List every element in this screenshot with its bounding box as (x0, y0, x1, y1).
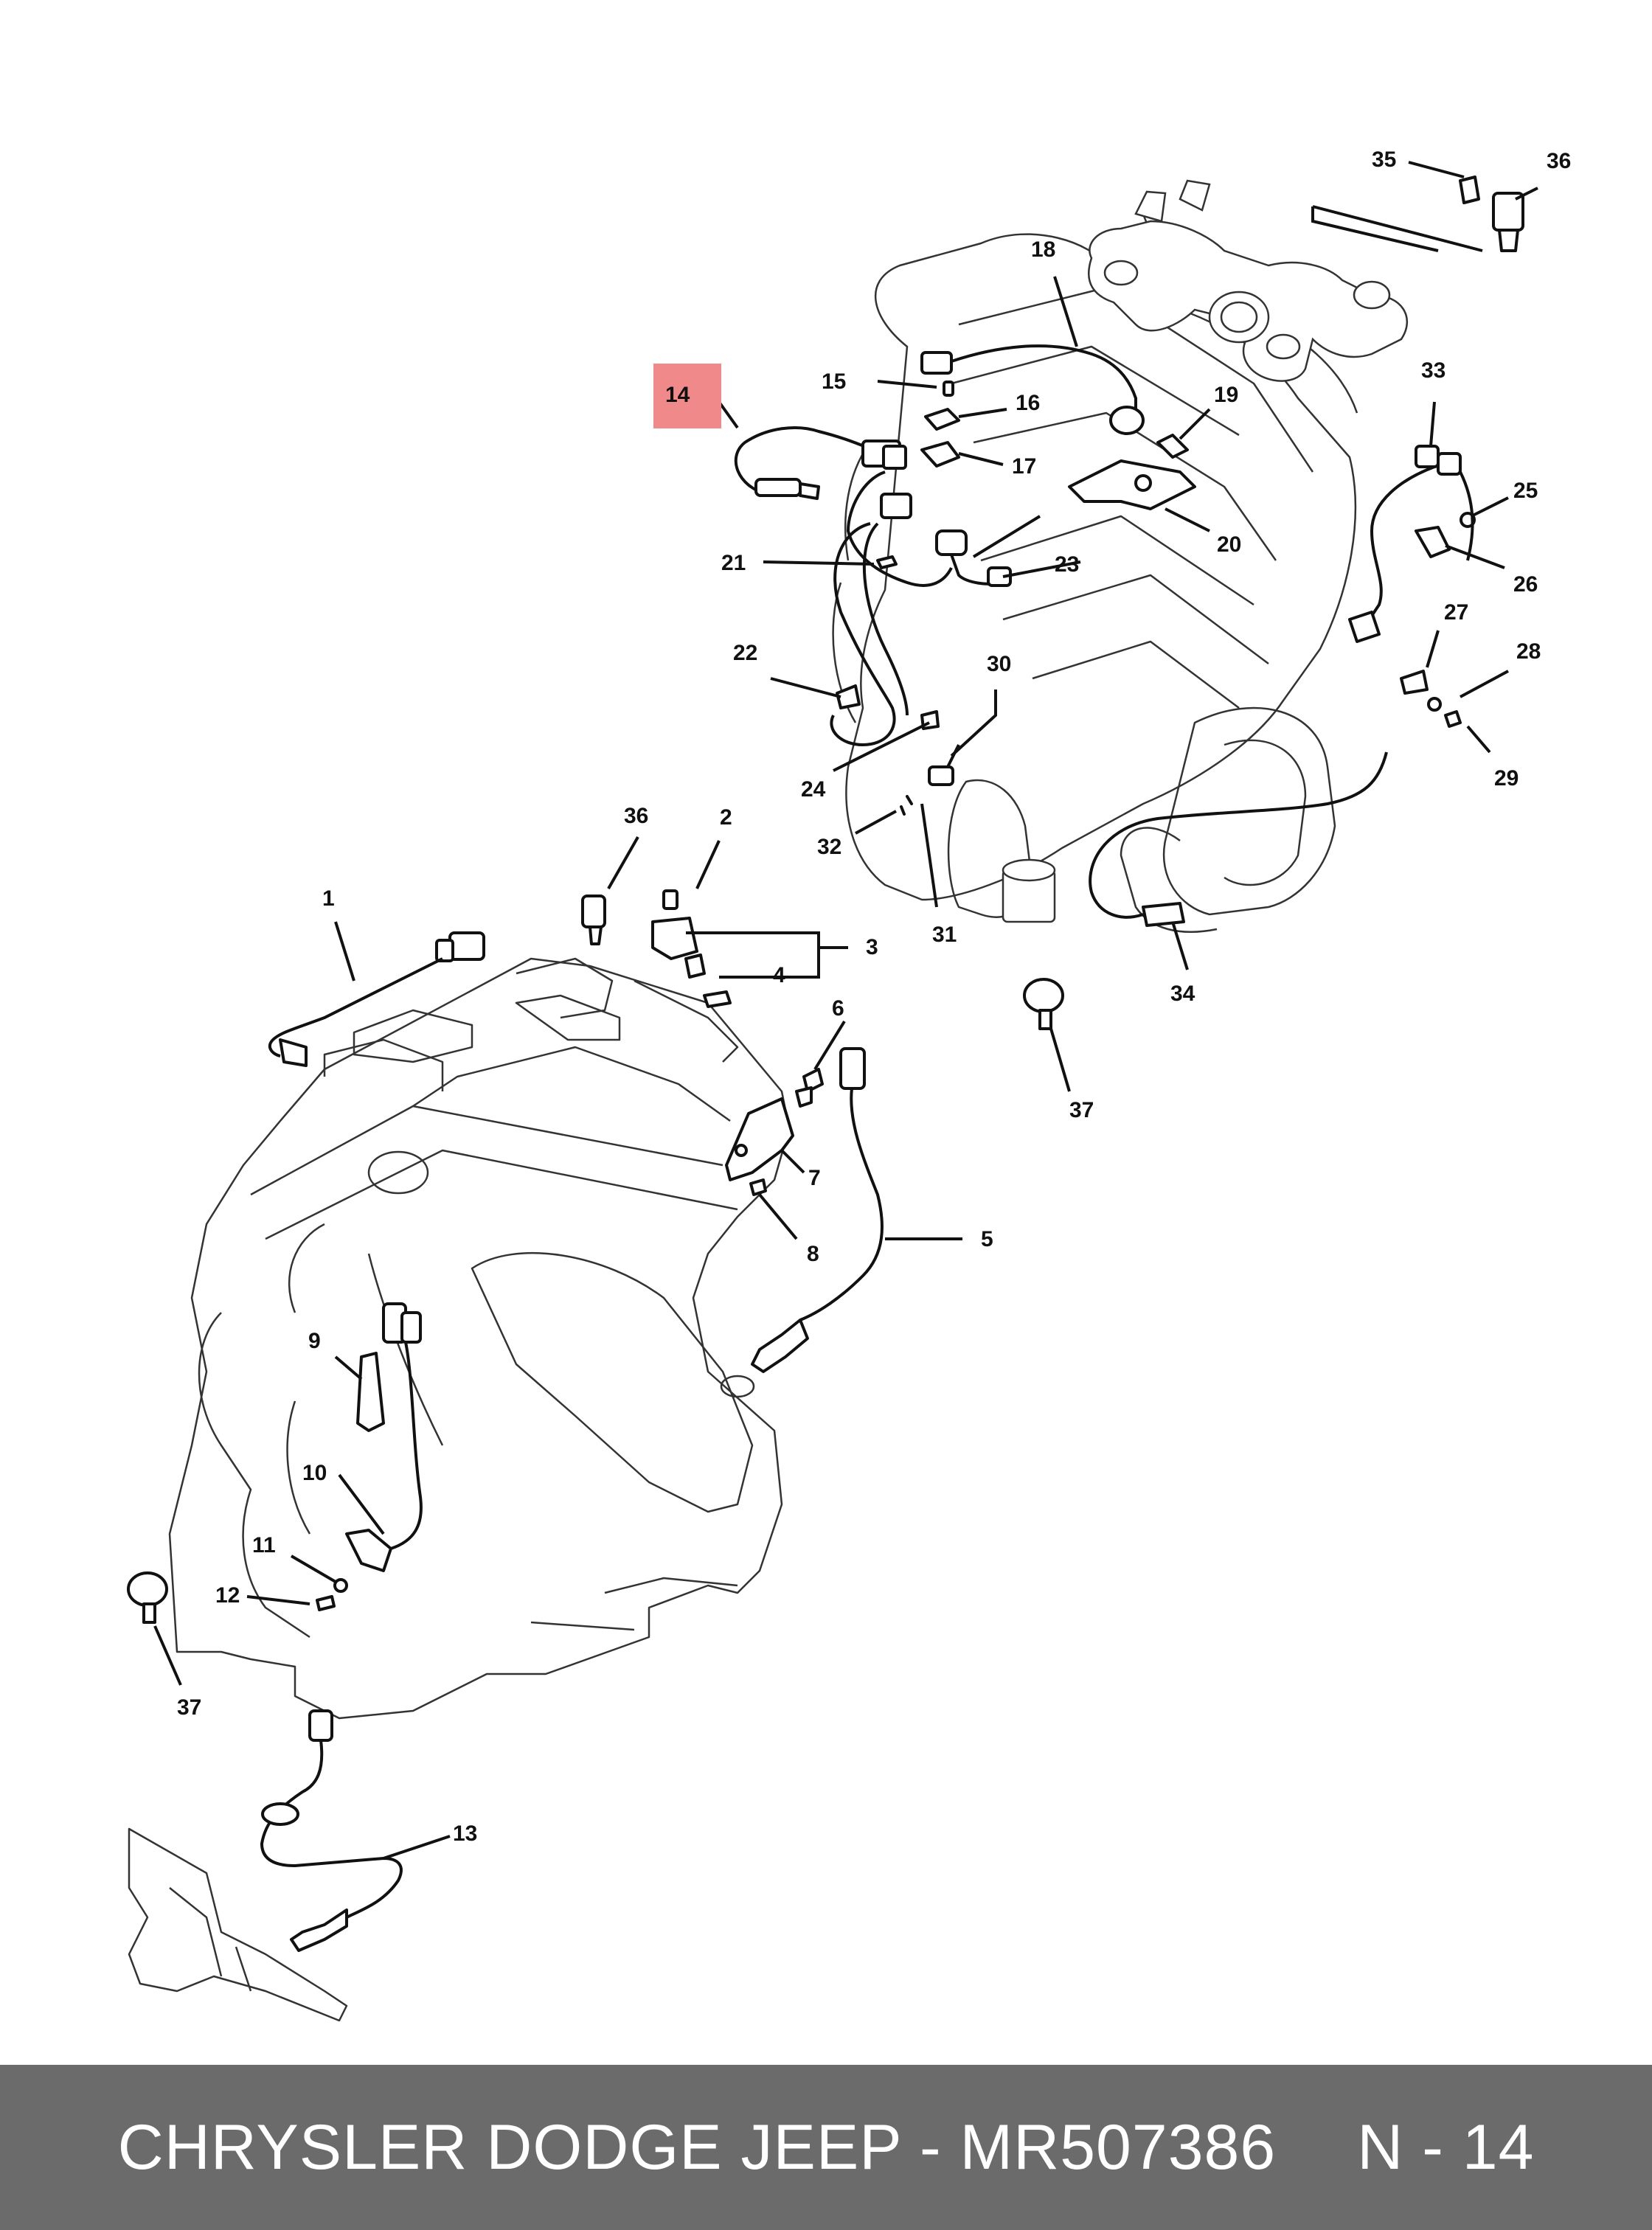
footer-part-title: CHRYSLER DODGE JEEP - MR507386 (117, 2111, 1277, 2183)
footer-page-code: N - 14 (1357, 2111, 1535, 2183)
bracket-parts-7-8 (725, 1097, 794, 1196)
callout-9: 9 (308, 1329, 321, 1353)
callout-34: 34 (1170, 982, 1195, 1006)
callout-labels: 14 15 16 17 18 19 20 21 22 23 24 25 26 2… (177, 147, 1571, 1846)
parts-diagram: 14 15 16 17 18 19 20 21 22 23 24 25 26 2… (127, 147, 1571, 2022)
callout-13: 13 (453, 1821, 477, 1846)
callout-6: 6 (832, 996, 844, 1021)
callout-23: 23 (1055, 552, 1079, 577)
sensor-part-6 (795, 1068, 824, 1108)
callout-8: 8 (807, 1242, 819, 1266)
callout-12: 12 (215, 1583, 240, 1608)
oxygen-sensor-part-13 (260, 1709, 403, 1952)
sensor-parts-35-36-upper (1459, 176, 1524, 252)
callout-4: 4 (773, 963, 785, 987)
callout-2: 2 (720, 805, 732, 830)
callout-1: 1 (322, 886, 335, 911)
sensor-part-18 (920, 344, 1145, 435)
callout-11: 11 (252, 1533, 276, 1557)
crank-sensor-parts-9-12 (316, 1302, 423, 1611)
clip-parts-15-17 (920, 381, 960, 468)
callout-15: 15 (822, 369, 846, 394)
callout-18: 18 (1031, 237, 1055, 262)
callout-25: 25 (1513, 479, 1538, 503)
harness-parts-21-24 (830, 470, 1012, 747)
sensor-parts-2-4-36 (581, 889, 732, 1008)
callout-19: 19 (1214, 383, 1238, 407)
oxygen-sensor-part-34 (1089, 751, 1388, 927)
callout-26: 26 (1513, 572, 1538, 597)
callout-3: 3 (866, 935, 878, 959)
callout-36-upper: 36 (1547, 149, 1571, 173)
callout-24: 24 (801, 777, 826, 802)
callout-21: 21 (721, 551, 746, 575)
oxygen-sensor-part-1 (268, 931, 485, 1067)
callout-5: 5 (981, 1227, 993, 1251)
callout-14: 14 (665, 383, 690, 407)
leader-lines (153, 161, 1538, 1860)
bracket-parts-19-20 (1068, 434, 1196, 510)
callout-32: 32 (817, 835, 841, 859)
callout-36-lower: 36 (624, 804, 648, 828)
footer-banner: CHRYSLER DODGE JEEP - MR507386 N - 14 (0, 2065, 1652, 2230)
callout-27: 27 (1444, 600, 1468, 625)
callout-31: 31 (932, 923, 957, 947)
i4-engine-drawing (168, 957, 791, 1720)
sensor-parts-25-29 (1400, 512, 1476, 728)
oxygen-sensor-part-14 (734, 426, 907, 500)
callout-20: 20 (1217, 532, 1241, 557)
callout-10: 10 (302, 1461, 327, 1485)
transmission-fragment (128, 1827, 348, 2022)
intake-manifold (1088, 179, 1409, 382)
v6-engine-drawing (832, 213, 1358, 933)
callout-17: 17 (1012, 454, 1036, 479)
callout-29: 29 (1494, 766, 1519, 791)
sensor-parts-30-32 (900, 744, 960, 816)
knock-sensor-part-37 (127, 978, 1064, 1624)
highlight-box-14 (653, 364, 721, 428)
callout-35: 35 (1372, 147, 1396, 172)
callout-22: 22 (733, 641, 757, 665)
callout-16: 16 (1016, 391, 1040, 415)
callout-28: 28 (1516, 639, 1541, 664)
callout-7: 7 (808, 1166, 821, 1190)
callout-37-left: 37 (177, 1695, 201, 1720)
callout-37-right: 37 (1069, 1098, 1094, 1122)
callout-30: 30 (987, 652, 1011, 676)
oxygen-sensor-part-5 (751, 1047, 884, 1373)
callout-33: 33 (1421, 358, 1446, 383)
